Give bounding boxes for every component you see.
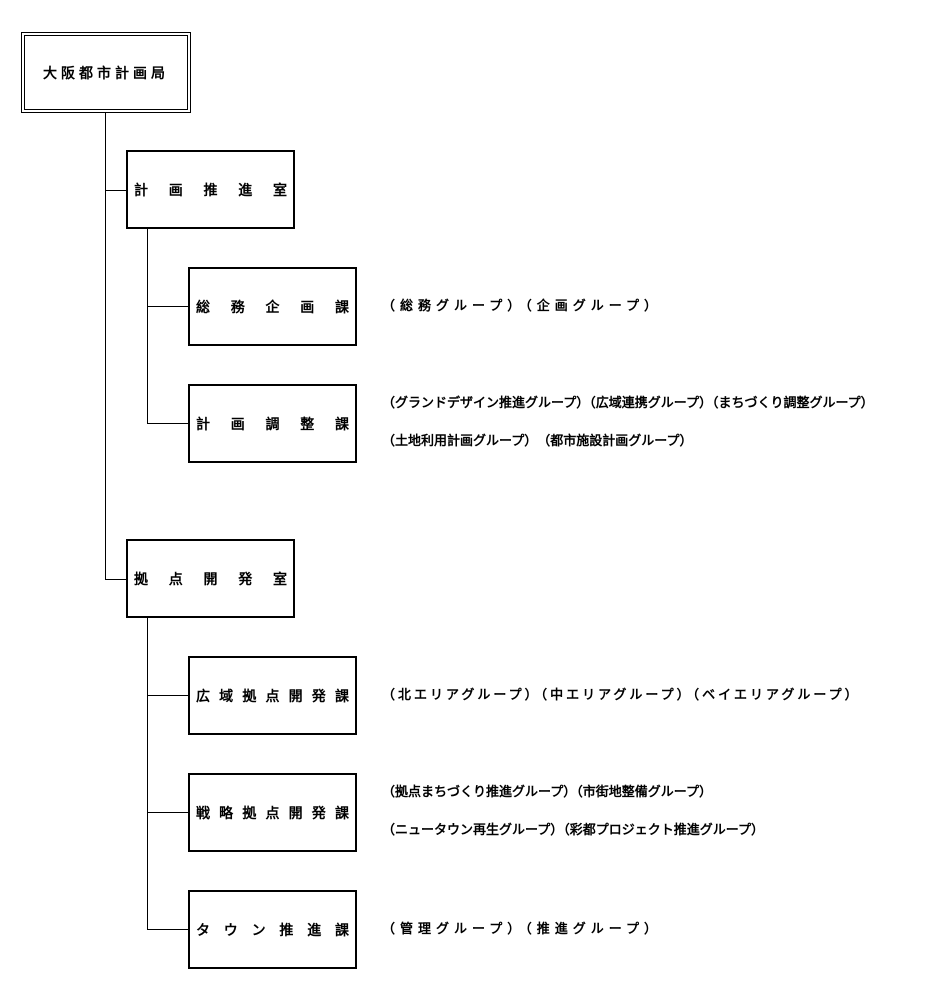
group-line: （グランドデザイン推進グループ）（広域連携グループ）（まちづくり調整グループ） [382, 396, 874, 411]
connector-section-2-2 [147, 812, 190, 813]
root-node-label: 大阪都市計画局 [43, 65, 169, 82]
groups-2-1: （北エリアグループ）（中エリアグループ）（ベイエリアグループ） [382, 686, 861, 706]
office-1-trunk-line [147, 228, 148, 424]
label-char: 略 [219, 805, 234, 822]
groups-1-1: （総務グループ）（企画グループ） [382, 297, 662, 317]
label-char: 室 [273, 571, 287, 588]
label-char: 総 [196, 299, 210, 316]
group-line: （管理グループ）（推進グループ） [382, 922, 662, 937]
office-node-2: 拠点開発室 [126, 539, 295, 618]
connector-section-2-1 [147, 695, 190, 696]
groups-2-3: （管理グループ）（推進グループ） [382, 920, 662, 940]
group-line: （土地利用計画グループ） （都市施設計画グループ） [382, 434, 693, 449]
label-char: 務 [230, 299, 245, 316]
group-line: （ニュータウン再生グループ）（彩都プロジェクト推進グループ） [382, 823, 764, 838]
label-char: 画 [230, 416, 245, 433]
groups-2-2: （拠点まちづくり推進グループ）（市街地整備グループ） （ニュータウン再生グループ… [382, 783, 764, 841]
section-node-2-2: 戦略拠点開発課 [188, 773, 357, 852]
label-char: 企 [265, 299, 280, 316]
group-line: （北エリアグループ）（中エリアグループ）（ベイエリアグループ） [382, 688, 861, 703]
label-char: 課 [334, 805, 349, 822]
label-char: 点 [265, 688, 280, 705]
label-char: タ [196, 922, 210, 939]
label-char: 開 [203, 571, 218, 588]
label-char: 計 [196, 416, 210, 433]
label-char: ン [251, 922, 266, 939]
label-char: 域 [219, 688, 234, 705]
label-char: 点 [168, 571, 183, 588]
section-node-1-2-label: 計画調整課 [190, 414, 355, 434]
groups-1-2: （グランドデザイン推進グループ）（広域連携グループ）（まちづくり調整グループ） … [382, 394, 874, 452]
section-node-2-1-label: 広域拠点開発課 [190, 686, 355, 706]
label-char: 戦 [196, 805, 210, 822]
label-char: 開 [288, 688, 303, 705]
label-char: 課 [334, 688, 349, 705]
connector-office-2 [105, 579, 127, 580]
label-char: 広 [196, 688, 210, 705]
label-char: 画 [168, 182, 183, 199]
connector-section-2-3 [147, 929, 190, 930]
office-node-1-label: 計画推進室 [128, 180, 293, 200]
section-node-2-3: タウン推進課 [188, 890, 357, 969]
section-node-2-3-label: タウン推進課 [190, 920, 355, 940]
label-char: 課 [335, 416, 349, 433]
label-char: 推 [279, 922, 294, 939]
label-char: 課 [334, 922, 349, 939]
office-node-2-label: 拠点開発室 [128, 569, 293, 589]
label-char: 進 [307, 922, 322, 939]
connector-section-1-2 [147, 423, 190, 424]
root-node: 大阪都市計画局 [21, 32, 191, 113]
label-char: 画 [300, 299, 315, 316]
label-char: 計 [134, 182, 148, 199]
label-char: 拠 [242, 688, 257, 705]
label-char: 開 [288, 805, 303, 822]
section-node-2-1: 広域拠点開発課 [188, 656, 357, 735]
connector-office-1 [105, 190, 127, 191]
label-char: 拠 [134, 571, 148, 588]
office-2-trunk-line [147, 617, 148, 930]
section-node-2-2-label: 戦略拠点開発課 [190, 803, 355, 823]
label-char: 推 [203, 182, 218, 199]
label-char: 発 [311, 688, 326, 705]
label-char: 室 [273, 182, 287, 199]
group-line: （拠点まちづくり推進グループ）（市街地整備グループ） [382, 785, 712, 800]
label-char: 拠 [242, 805, 257, 822]
label-char: 課 [335, 299, 349, 316]
label-char: 発 [238, 571, 253, 588]
section-node-1-1: 総務企画課 [188, 267, 357, 346]
group-line: （総務グループ）（企画グループ） [382, 299, 662, 314]
label-char: 調 [265, 416, 280, 433]
root-trunk-line [105, 112, 106, 580]
label-char: 発 [311, 805, 326, 822]
connector-section-1-1 [147, 306, 190, 307]
label-char: 進 [238, 182, 253, 199]
label-char: ウ [223, 922, 238, 939]
label-char: 整 [300, 416, 315, 433]
office-node-1: 計画推進室 [126, 150, 295, 229]
label-char: 点 [265, 805, 280, 822]
section-node-1-2: 計画調整課 [188, 384, 357, 463]
section-node-1-1-label: 総務企画課 [190, 297, 355, 317]
